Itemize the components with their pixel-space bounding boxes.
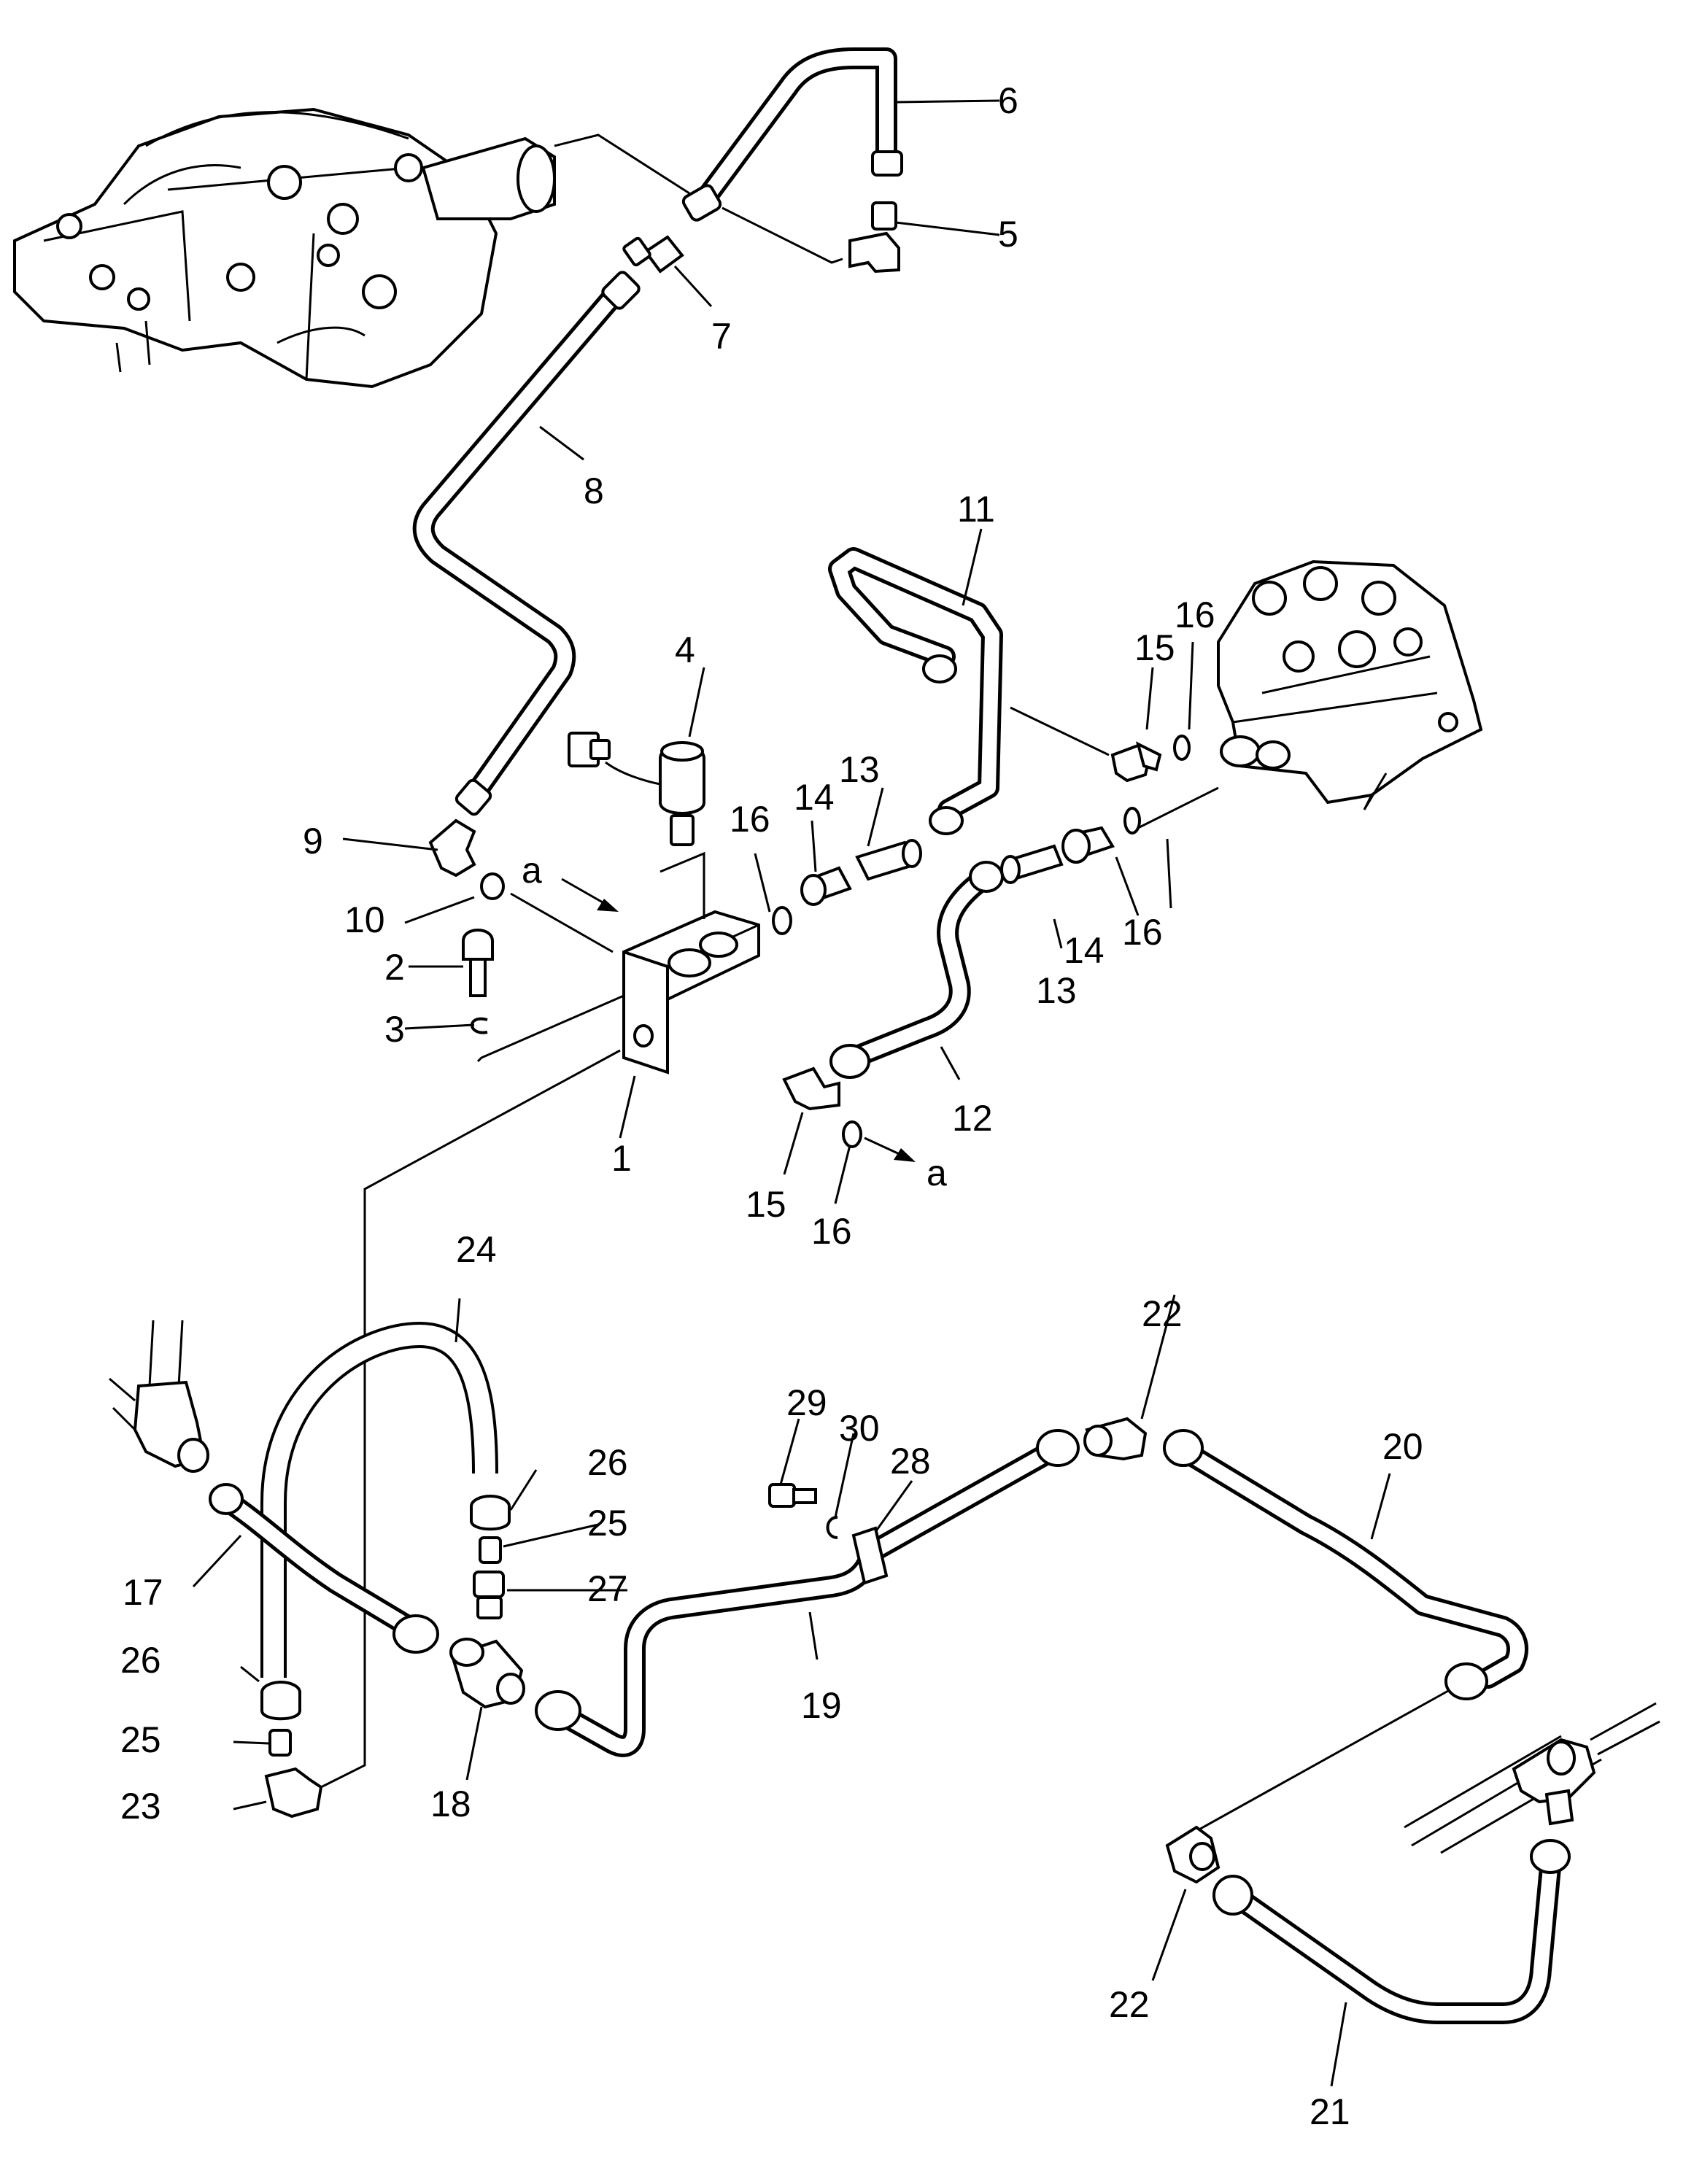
bolt-29 bbox=[768, 1483, 817, 1508]
leader-line-11-elbow bbox=[1010, 706, 1110, 756]
connector-14-right bbox=[1061, 826, 1115, 864]
elbow-fitting-22-upper bbox=[1083, 1417, 1148, 1461]
label-27: 27 bbox=[587, 1568, 628, 1609]
label-20: 20 bbox=[1382, 1426, 1423, 1467]
label-18: 18 bbox=[430, 1784, 471, 1824]
label-11: 11 bbox=[957, 489, 995, 530]
label-17: 17 bbox=[123, 1572, 163, 1613]
nut-26-upper bbox=[470, 1495, 511, 1531]
label-15-upper: 15 bbox=[1134, 627, 1175, 668]
label-9: 9 bbox=[303, 821, 323, 861]
leader-line-oring-block bbox=[510, 892, 614, 953]
view-mark-a-lower: a bbox=[927, 1153, 947, 1193]
label-25-lower: 25 bbox=[120, 1719, 161, 1760]
washer-3 bbox=[471, 1017, 488, 1034]
elbow-fitting-5 bbox=[848, 201, 900, 274]
view-mark-a-upper: a bbox=[522, 850, 542, 891]
label-24: 24 bbox=[456, 1229, 497, 1270]
leader-line-6-elbow bbox=[722, 206, 843, 264]
label-26-upper: 26 bbox=[587, 1442, 628, 1483]
connector-27 bbox=[473, 1571, 505, 1619]
tee-fitting-18 bbox=[449, 1638, 525, 1709]
o-ring-16-left bbox=[772, 906, 792, 935]
label-4: 4 bbox=[675, 630, 695, 670]
label-16-upper: 16 bbox=[1175, 595, 1215, 635]
connector-14-left bbox=[800, 866, 852, 906]
label-6: 6 bbox=[998, 80, 1018, 121]
view-arrowhead-a-lower bbox=[894, 1148, 916, 1162]
solenoid-valve-4 bbox=[568, 732, 705, 846]
hose-24 bbox=[260, 1321, 498, 1678]
o-ring-16-lower bbox=[842, 1120, 862, 1148]
sub-control-valve bbox=[1217, 559, 1483, 810]
valve-block-1 bbox=[622, 851, 760, 1074]
label-13-right: 13 bbox=[1036, 970, 1077, 1011]
label-5: 5 bbox=[998, 214, 1018, 255]
label-21: 21 bbox=[1310, 2091, 1350, 2132]
pipe-20 bbox=[1163, 1429, 1528, 1700]
leader-line-6-valve bbox=[554, 133, 690, 195]
o-ring-16-upper bbox=[1173, 735, 1191, 761]
nipple-25-lower bbox=[268, 1729, 292, 1757]
label-22-lower: 22 bbox=[1109, 1984, 1150, 2025]
connector-13-right bbox=[1000, 844, 1064, 884]
clamp-28 bbox=[851, 1526, 889, 1585]
pipe-21 bbox=[1212, 1839, 1571, 2024]
pipe-19 bbox=[535, 1429, 1080, 1757]
nipple-25-upper bbox=[479, 1536, 502, 1564]
view-arrowhead-a-upper bbox=[597, 899, 619, 912]
part-labels: 6 5 7 8 11 4 15 16 13 14 16 9 a 10 2 3 1… bbox=[120, 80, 1423, 2132]
label-23: 23 bbox=[120, 1786, 161, 1827]
label-16-right: 16 bbox=[1122, 912, 1163, 953]
left-cylinder-stub bbox=[109, 1320, 209, 1473]
leader-line-20-to-22 bbox=[1196, 1689, 1449, 1832]
o-ring-16-right bbox=[1123, 807, 1141, 835]
nut-26-lower bbox=[260, 1681, 301, 1721]
label-14-left: 14 bbox=[794, 777, 835, 818]
label-19: 19 bbox=[801, 1685, 842, 1726]
label-1: 1 bbox=[611, 1138, 632, 1179]
label-28: 28 bbox=[890, 1441, 931, 1482]
elbow-fitting-23 bbox=[264, 1767, 323, 1819]
elbow-fitting-15-upper bbox=[1110, 741, 1162, 783]
pipe-8 bbox=[412, 271, 641, 816]
bolt-2 bbox=[462, 929, 494, 997]
pipe-6 bbox=[681, 47, 903, 222]
label-15-lower: 15 bbox=[746, 1184, 786, 1225]
right-cross-pipes bbox=[1404, 1702, 1660, 1854]
label-30: 30 bbox=[839, 1408, 880, 1449]
elbow-fitting-15-lower bbox=[782, 1066, 840, 1111]
label-16-left: 16 bbox=[730, 799, 770, 840]
label-25-upper: 25 bbox=[587, 1503, 628, 1544]
elbow-fitting-9 bbox=[428, 818, 476, 878]
pipe-11 bbox=[828, 547, 1003, 835]
label-29: 29 bbox=[786, 1382, 827, 1423]
label-14-right: 14 bbox=[1064, 930, 1105, 971]
label-2: 2 bbox=[384, 947, 405, 988]
label-26-lower: 26 bbox=[120, 1640, 161, 1681]
connector-13-left bbox=[855, 839, 922, 881]
leader-line-sub-valve bbox=[1137, 786, 1219, 829]
leader-line-bolt-block bbox=[476, 994, 624, 1063]
pipe-12 bbox=[829, 861, 1004, 1079]
pipe-17 bbox=[209, 1483, 439, 1654]
elbow-fitting-22-lower bbox=[1165, 1825, 1221, 1884]
connector-7 bbox=[622, 235, 684, 274]
washer-30 bbox=[826, 1516, 838, 1539]
main-control-valve bbox=[13, 107, 556, 389]
label-13-left: 13 bbox=[839, 749, 880, 790]
label-12: 12 bbox=[952, 1098, 993, 1139]
label-22-upper: 22 bbox=[1142, 1293, 1183, 1334]
label-7: 7 bbox=[711, 316, 732, 357]
label-3: 3 bbox=[384, 1009, 405, 1050]
label-10: 10 bbox=[344, 899, 385, 940]
o-ring-10 bbox=[480, 872, 505, 900]
label-8: 8 bbox=[584, 471, 604, 511]
leader-line-block-to-elbow-23 bbox=[320, 1049, 621, 1789]
callout-leaders bbox=[192, 99, 1391, 2087]
label-16-lower: 16 bbox=[811, 1211, 852, 1252]
